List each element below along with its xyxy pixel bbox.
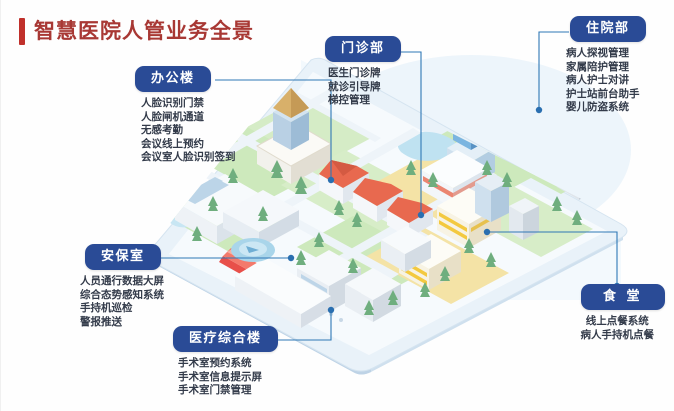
page-title: 智慧医院人管业务全景 <box>19 18 254 45</box>
callout-inpatient[interactable]: 住院部 病人探视管理 家属陪护管理 病人护士对讲 护士站前台助手 婴儿防盗系统 <box>566 16 646 115</box>
callout-office[interactable]: 办公楼 人脸识别门禁 人脸闸机通道 无感考勤 会议线上预约 会议室人脸识别签到 <box>135 66 236 165</box>
callout-security[interactable]: 安保室 人员通行数据大屏 综合态势感知系统 手持机巡检 警报推送 <box>80 244 164 329</box>
list-item: 婴儿防盗系统 <box>566 101 629 113</box>
items-office: 人脸识别门禁 人脸闸机通道 无感考勤 会议线上预约 会议室人脸识别签到 <box>141 97 236 165</box>
badge-office[interactable]: 办公楼 <box>135 66 211 92</box>
list-item: 病人探视管理 <box>566 47 629 59</box>
list-item: 人脸闸机通道 <box>141 110 204 123</box>
badge-outpatient[interactable]: 门诊部 <box>325 36 401 62</box>
list-item: 就诊引导牌 <box>328 80 381 93</box>
list-item: 会议室人脸识别签到 <box>141 151 236 163</box>
badge-inpatient[interactable]: 住院部 <box>570 16 646 42</box>
list-item: 手术室门禁管理 <box>178 384 252 396</box>
list-item: 梯控管理 <box>328 94 370 106</box>
list-item: 人脸识别门禁 <box>141 97 204 109</box>
list-item: 医生门诊牌 <box>328 67 381 79</box>
badge-medical[interactable]: 医疗综合楼 <box>173 326 278 352</box>
items-outpatient: 医生门诊牌 就诊引导牌 梯控管理 <box>328 67 401 108</box>
page-title-text: 智慧医院人管业务全景 <box>34 19 254 43</box>
badge-canteen[interactable]: 食 堂 <box>581 284 665 310</box>
list-item: 无感考勤 <box>141 124 183 136</box>
list-item: 会议线上预约 <box>141 137 204 150</box>
callout-canteen[interactable]: 食 堂 线上点餐系统 病人手持机点餐 <box>581 284 665 342</box>
connector-lines <box>143 31 618 341</box>
list-item: 手术室预约系统 <box>178 357 252 369</box>
list-item: 病人护士对讲 <box>566 74 629 86</box>
list-item: 警报推送 <box>80 315 122 328</box>
callout-outpatient[interactable]: 门诊部 医生门诊牌 就诊引导牌 梯控管理 <box>325 36 401 108</box>
list-item: 手术室信息提示屏 <box>178 370 262 383</box>
items-canteen: 线上点餐系统 病人手持机点餐 <box>570 315 665 342</box>
list-item: 手持机巡检 <box>80 302 133 314</box>
badge-security[interactable]: 安保室 <box>85 244 161 270</box>
callout-medical[interactable]: 医疗综合楼 手术室预约系统 手术室信息提示屏 手术室门禁管理 <box>173 326 278 398</box>
title-accent-bar <box>19 18 25 45</box>
list-item: 综合态势感知系统 <box>80 288 164 301</box>
items-inpatient: 病人探视管理 家属陪护管理 病人护士对讲 护士站前台助手 婴儿防盗系统 <box>566 47 646 115</box>
items-security: 人员通行数据大屏 综合态势感知系统 手持机巡检 警报推送 <box>80 275 164 329</box>
list-item: 线上点餐系统 <box>585 315 649 327</box>
items-medical: 手术室预约系统 手术室信息提示屏 手术室门禁管理 <box>178 357 278 398</box>
list-item: 护士站前台助手 <box>566 87 640 100</box>
list-item: 病人手持机点餐 <box>580 328 655 341</box>
list-item: 人员通行数据大屏 <box>80 275 164 287</box>
list-item: 家属陪护管理 <box>566 60 629 73</box>
